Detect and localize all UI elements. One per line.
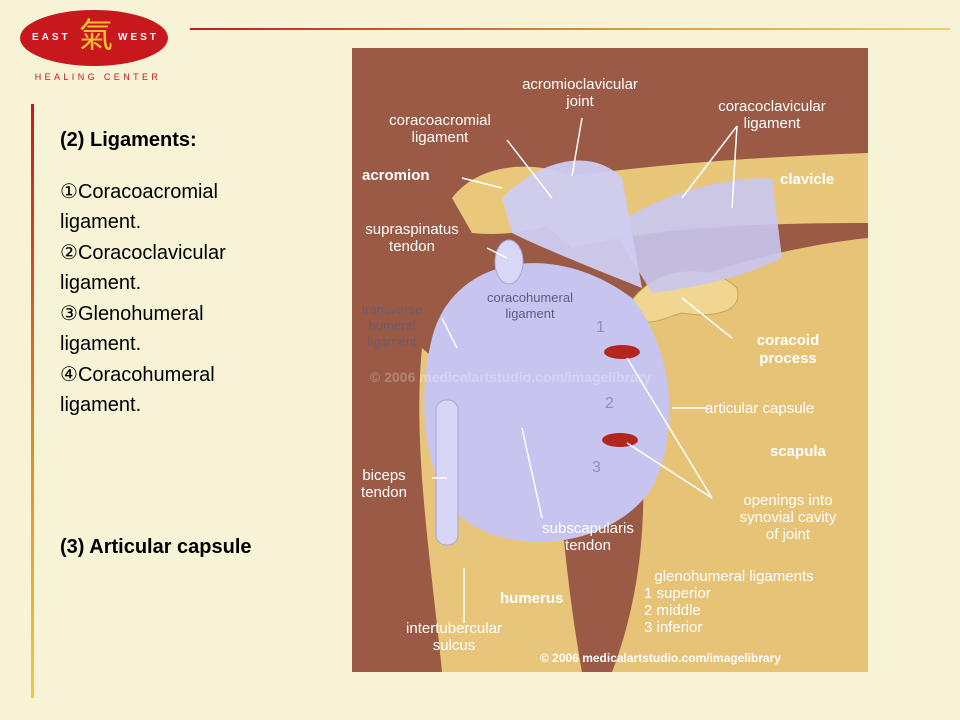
label-transverse: transverse [362,302,423,317]
label-acromioclavicular-2: joint [565,93,594,110]
copyright-text: © 2006 medicalartstudio.com/imagelibrary [540,651,781,665]
logo-qi-character: 氣 [79,16,113,56]
label-acromion: acromion [362,167,430,184]
label-supraspinatus: supraspinatus [365,221,458,238]
label-supraspinatus-2: tendon [389,238,435,255]
watermark: © 2006 medicalartstudio.com/imagelibrary [370,369,651,385]
label-biceps-2: tendon [361,484,407,501]
label-transverse-3: ligament [367,334,417,349]
logo-east: EAST [32,32,71,43]
label-coracohumeral-2: ligament [505,306,555,321]
logo-subtitle: HEALING CENTER [34,72,162,82]
pointer-lines [432,117,738,623]
ligament-item-1-cont: ligament. [60,211,142,233]
joint-capsule [424,263,670,542]
number-3: 3 [592,459,601,476]
label-gh-inferior: 3 inferior [644,619,702,636]
left-divider [31,104,34,698]
ligament-item-3: ③Glenohumeral [60,301,204,325]
label-coracoclavicular: coracoclavicular [718,98,826,115]
label-openings-2: synovial cavity [740,509,837,526]
ligaments-heading: (2) Ligaments: [60,129,197,151]
scapula-bone [612,238,868,672]
shoulder-svg: acromioclavicular joint coracoacromial l… [352,48,868,672]
coracoacromial-ligament [502,160,642,288]
label-gh-middle: 2 middle [644,602,701,619]
ligament-item-4-cont: ligament. [60,394,142,416]
label-scapula: scapula [770,443,827,460]
figure-labels: acromioclavicular joint coracoacromial l… [361,76,837,654]
label-coracoacromial-2: ligament [412,129,470,146]
label-intertubercular-2: sulcus [433,637,476,654]
label-glenohumeral: glenohumeral ligaments [654,568,813,585]
ligament-numbers: 1 2 3 [592,319,614,476]
ligament-item-3-cont: ligament. [60,333,142,355]
label-gh-superior: 1 superior [644,585,711,602]
ligament-item-2-cont: ligament. [60,272,142,294]
label-subscapularis: subscapularis [542,520,634,537]
label-humerus: humerus [500,590,563,607]
label-coracoacromial: coracoacromial [389,112,491,129]
label-openings: openings into [743,492,832,509]
ligaments-section: (2) Ligaments: ①Coracoacromial ligament.… [60,128,340,420]
logo-west: WEST [118,32,159,43]
label-coracoid-2: process [759,350,817,367]
number-2: 2 [605,395,614,412]
shoulder-joint-illustration: acromioclavicular joint coracoacromial l… [352,48,868,672]
label-clavicle: clavicle [780,171,834,188]
coracoclavicular-ligament [612,178,782,293]
label-openings-3: of joint [766,526,811,543]
top-divider [190,28,950,30]
supraspinatus-tendon [494,239,524,285]
synovial-opening-lower [602,433,638,447]
ligament-item-2: ②Coracoclavicular [60,240,226,264]
label-coracoclavicular-2: ligament [744,115,802,132]
label-transverse-2: humeral [369,318,416,333]
label-subscapularis-2: tendon [565,537,611,554]
ligament-item-4: ④Coracohumeral [60,362,215,386]
logo-oval [20,10,168,66]
label-coracohumeral: coracohumeral [487,290,573,305]
number-1: 1 [596,319,605,336]
capsule-heading: (3) Articular capsule [60,536,252,558]
label-intertubercular: intertubercular [406,620,502,637]
label-biceps: biceps [362,467,405,484]
label-articular-capsule: articular capsule [705,400,814,417]
synovial-opening-upper [604,345,640,359]
label-acromioclavicular: acromioclavicular [522,76,638,93]
ligament-item-1: ①Coracoacromial [60,179,218,203]
label-coracoid: coracoid [757,332,820,349]
biceps-tendon [435,399,459,546]
east-west-logo: EAST 氣 WEST HEALING CENTER [18,10,178,86]
